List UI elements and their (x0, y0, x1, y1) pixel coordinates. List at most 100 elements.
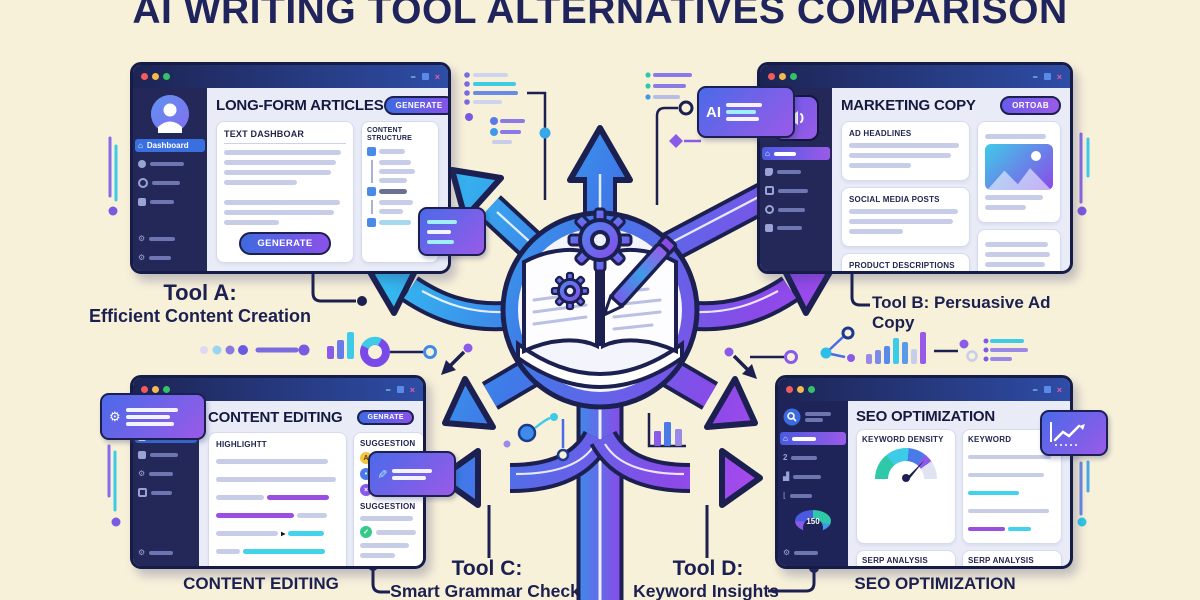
skeleton-line (224, 210, 334, 215)
hub-arrow-up (567, 125, 633, 250)
minimize-icon[interactable]: − (1032, 71, 1038, 82)
zoom-dot[interactable] (163, 73, 170, 80)
trend-line-icon (1050, 422, 1085, 446)
action-button[interactable]: ORTOAB (1000, 96, 1061, 115)
sidebar-label-skeleton (791, 436, 816, 441)
close-dot[interactable] (141, 386, 148, 393)
panel-title: SUGGESTION (360, 439, 416, 448)
sidebar-item-rankings[interactable]: 2 (780, 451, 846, 464)
sidebar-item-library[interactable] (135, 449, 197, 461)
sidebar-item-chat[interactable] (762, 203, 830, 216)
close-icon[interactable]: × (434, 71, 440, 82)
gear-icon: ⚙ (138, 253, 146, 262)
generate-button[interactable]: GENRATE (357, 410, 414, 425)
zoom-dot[interactable] (163, 386, 170, 393)
sidebar-item-docs[interactable] (135, 196, 205, 208)
minimize-dot[interactable] (152, 386, 159, 393)
close-icon[interactable]: × (1056, 384, 1062, 395)
window-heading: SEO OPTIMIZATION (856, 408, 996, 425)
sidebar-item-tools[interactable]: ⚙ (135, 467, 197, 480)
minimize-dot[interactable] (779, 73, 786, 80)
gear-icon: ⚙ (138, 548, 146, 557)
skeleton-line (224, 150, 342, 155)
small-gear-icon (550, 271, 590, 311)
tree-node[interactable] (367, 187, 433, 197)
sidebar-item-archive[interactable] (135, 486, 197, 499)
card-title: SERP ANALYSIS (862, 556, 928, 565)
skeleton-line (224, 170, 332, 175)
sidebar-label-skeleton (793, 474, 822, 479)
sidebar-item-work[interactable] (762, 222, 830, 234)
skeleton-line (849, 143, 960, 148)
tool-c-title: Tool C: (451, 557, 523, 580)
sidebar-item-reports[interactable]: ⌊ (780, 489, 846, 502)
sidebar-label-skeleton (805, 412, 831, 416)
close-icon[interactable]: × (409, 384, 415, 395)
close-dot[interactable] (768, 73, 775, 80)
person-icon (138, 160, 146, 168)
sidebar-item-profile[interactable] (135, 158, 205, 170)
traffic-lights[interactable] (141, 73, 170, 80)
line-chart-chip (1040, 410, 1108, 456)
home-icon: ⌂ (765, 149, 770, 158)
close-icon[interactable]: × (1056, 71, 1062, 82)
bullet-list-decoration-top-left (464, 72, 525, 144)
pen-icon (601, 234, 678, 318)
sidebar-item-tasks[interactable] (762, 184, 830, 197)
zoom-dot[interactable] (808, 386, 815, 393)
skeleton-line (985, 272, 1022, 274)
traffic-lights[interactable] (768, 73, 797, 80)
sidebar-item-likes[interactable] (762, 166, 830, 178)
traffic-lights[interactable] (141, 386, 170, 393)
circles-decoration-bottom-center (503, 413, 570, 462)
bullet-list-decoration-top-center (645, 72, 692, 100)
minimize-icon[interactable]: − (385, 384, 391, 395)
sidebar-item-dashboard[interactable]: ⌂ Dashboard (135, 139, 205, 152)
window-heading: CONTENT EDITING (208, 409, 343, 426)
mini-arrow-left (441, 343, 473, 375)
traffic-lights[interactable] (786, 386, 815, 393)
tool-a-title: Tool A: (163, 280, 237, 305)
number-icon: 2 (783, 453, 788, 462)
sidebar-label-skeleton (794, 550, 819, 555)
maximize-icon[interactable] (1043, 386, 1051, 393)
close-dot[interactable] (141, 73, 148, 80)
sidebar-item-home[interactable]: ⌂ (780, 432, 846, 445)
hub-circle (500, 210, 700, 410)
sidebar-item-analytics[interactable]: ▟ (780, 470, 846, 483)
sidebar-item-settings[interactable]: ⚙ (780, 546, 846, 559)
panel-title: TEXT DASHBOAR (224, 129, 305, 139)
skeleton-line (849, 163, 912, 168)
panel-generate-button[interactable]: GENERATE (239, 232, 331, 255)
sidebar-item-settings[interactable]: ⚙ (135, 232, 205, 245)
sidebar-item-home[interactable]: ⌂ (762, 147, 830, 160)
search-icon[interactable] (783, 408, 801, 426)
minimize-dot[interactable] (797, 386, 804, 393)
skeleton-line (985, 205, 1026, 210)
skeleton-line (985, 262, 1045, 267)
sidebar-item-settings2[interactable]: ⚙ (135, 251, 205, 264)
tree-node[interactable] (367, 147, 433, 157)
tree-node[interactable] (367, 218, 433, 228)
skeleton-line (224, 180, 298, 185)
maximize-icon[interactable] (421, 73, 429, 80)
minimize-dot[interactable] (152, 73, 159, 80)
minimize-icon[interactable]: − (1032, 384, 1038, 395)
globe-icon (138, 178, 148, 188)
maximize-icon[interactable] (1043, 73, 1051, 80)
skeleton-line (849, 153, 952, 158)
keyword-card: KEYWORD (962, 429, 1062, 544)
suggestion-row[interactable]: ✓ (360, 526, 418, 538)
skeleton-line (849, 219, 954, 224)
skeleton-line (379, 178, 407, 184)
skeleton-line (392, 468, 433, 473)
zoom-dot[interactable] (790, 73, 797, 80)
generate-button[interactable]: GENERATE (383, 96, 448, 115)
maximize-icon[interactable] (396, 386, 404, 393)
sidebar-item-settings[interactable]: ⚙ (135, 546, 197, 559)
sidebar-item-web[interactable] (135, 176, 205, 190)
card-title: PRODUCT DESCRIPTIONS (849, 261, 955, 270)
skeleton-line (849, 229, 904, 234)
close-dot[interactable] (786, 386, 793, 393)
minimize-icon[interactable]: − (410, 71, 416, 82)
